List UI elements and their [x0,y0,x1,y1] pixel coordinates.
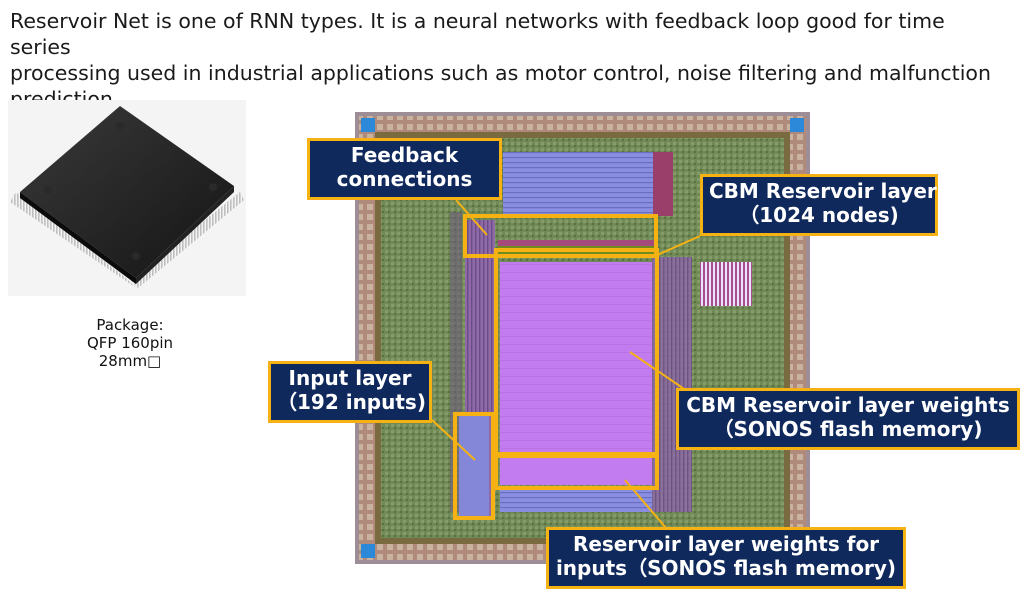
callout-feedback-connections: Feedback connections [307,138,502,200]
qfp-package-image [8,100,246,296]
callout-line: inputs（SONOS flash memory) [555,556,897,580]
callout-line: Feedback [350,143,459,167]
callout-cbm-reservoir-layer: CBM Reservoir layer （1024 nodes) [700,174,938,236]
callout-line: CBM Reservoir layer [709,179,937,203]
callout-input-layer: Input layer （192 inputs) [268,361,432,423]
package-type: QFP 160pin [86,334,174,352]
package-caption: Package: QFP 160pin 28mm□ [60,316,200,370]
callout-input-weights: Reservoir layer weights for inputs（SONOS… [546,527,906,589]
callout-cbm-reservoir-weights: CBM Reservoir layer weights （SONOS flash… [676,388,1020,450]
intro-paragraph: Reservoir Net is one of RNN types. It is… [10,8,1010,112]
callout-line: （192 inputs) [277,390,426,414]
callout-line: （1024 nodes) [739,203,899,227]
callout-line: （SONOS flash memory) [713,417,983,441]
intro-line: Reservoir Net is one of RNN types. It is… [10,9,945,59]
callout-line: CBM Reservoir layer weights [686,393,1010,417]
callout-line: connections [336,167,473,191]
package-label: Package: [96,316,164,334]
callout-line: Reservoir layer weights for [572,532,880,556]
callout-line: Input layer [288,366,412,390]
intro-line: processing used in industrial applicatio… [10,61,991,85]
package-size: 28mm□ [98,352,162,370]
